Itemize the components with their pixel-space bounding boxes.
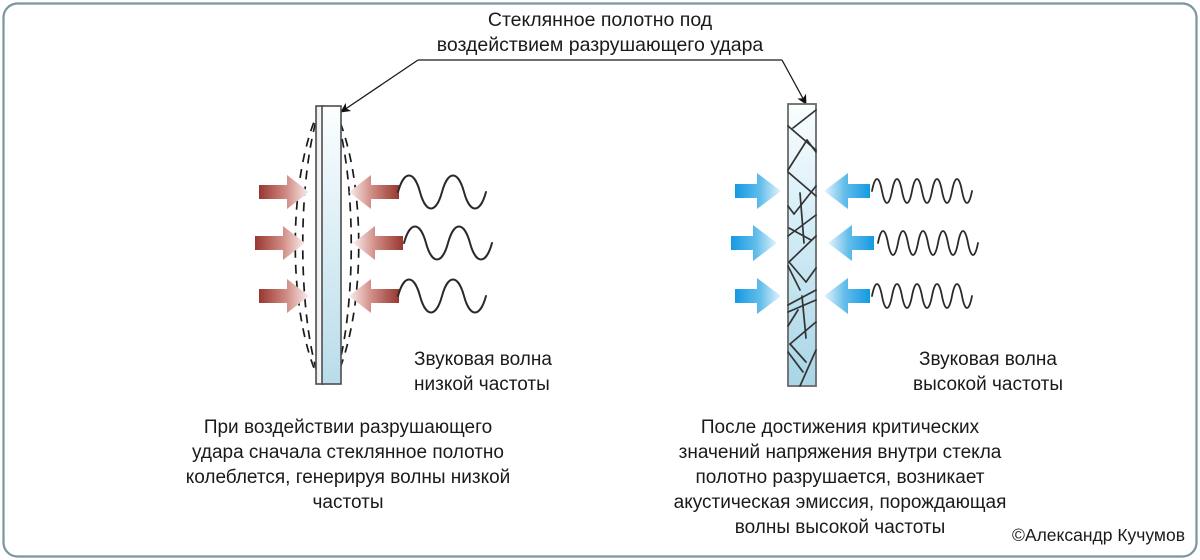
wave-high [871,178,973,204]
crack-lines [787,109,817,387]
right-caption-line-1: После достижения критических [700,417,980,438]
vibration-arrows-red [255,175,403,313]
right-wave-label-line-1: Звуковая волна [919,349,1057,370]
arrow-left-red [255,226,305,260]
arrow-right-blue [824,173,870,209]
right-caption-line-5: волны высокой частоты [734,517,946,538]
arrow-right-blue [828,225,874,261]
arrow-right-red [349,279,399,313]
left-panel-group [255,105,493,385]
right-caption-line-4: акустическая эмиссия, порождающая [673,492,1007,513]
arrow-right-blue [824,278,870,314]
wave-low [397,174,487,210]
wave-low [403,225,493,261]
arrow-left-blue [731,225,777,261]
page-title-line-1: Стеклянное полотно под [487,9,713,31]
right-caption-line-3: полотно разрушается, возникает [695,467,985,488]
arrow-left-red [259,279,309,313]
glass-pane-intact [315,105,342,385]
right-panel-group [731,103,979,387]
wave-high [871,283,973,309]
copyright-notice: ©Александр Кучумов [1012,525,1185,545]
page-title-line-2: воздействием разрушающего удара [436,34,764,56]
right-caption-line-2: значений напряжения внутри стекла [678,442,1002,463]
emission-arrows-blue [731,173,874,314]
left-wave-label-line-1: Звуковая волна [414,349,552,370]
left-wave-label-line-2: низкой частоты [414,374,550,395]
wave-low [397,278,487,314]
glass-pane-fractured [787,103,817,387]
title-leader-bracket [340,59,807,113]
arrow-left-blue [735,278,781,314]
arrow-left-red [259,175,309,209]
arrow-left-blue [735,173,781,209]
left-caption-line-3: колеблется, генерируя волны низкой [185,467,511,488]
arrow-right-red [349,175,399,209]
left-caption-line-1: При воздействии разрушающего [203,417,493,438]
low-frequency-waves [397,174,493,314]
wave-high [877,230,979,256]
right-wave-label-line-2: высокой частоты [913,374,1063,395]
high-frequency-waves [871,178,979,309]
left-caption-line-2: удара сначала стеклянное полотно [192,442,504,463]
arrow-right-red [353,226,403,260]
left-caption-line-4: частоты [312,492,384,513]
